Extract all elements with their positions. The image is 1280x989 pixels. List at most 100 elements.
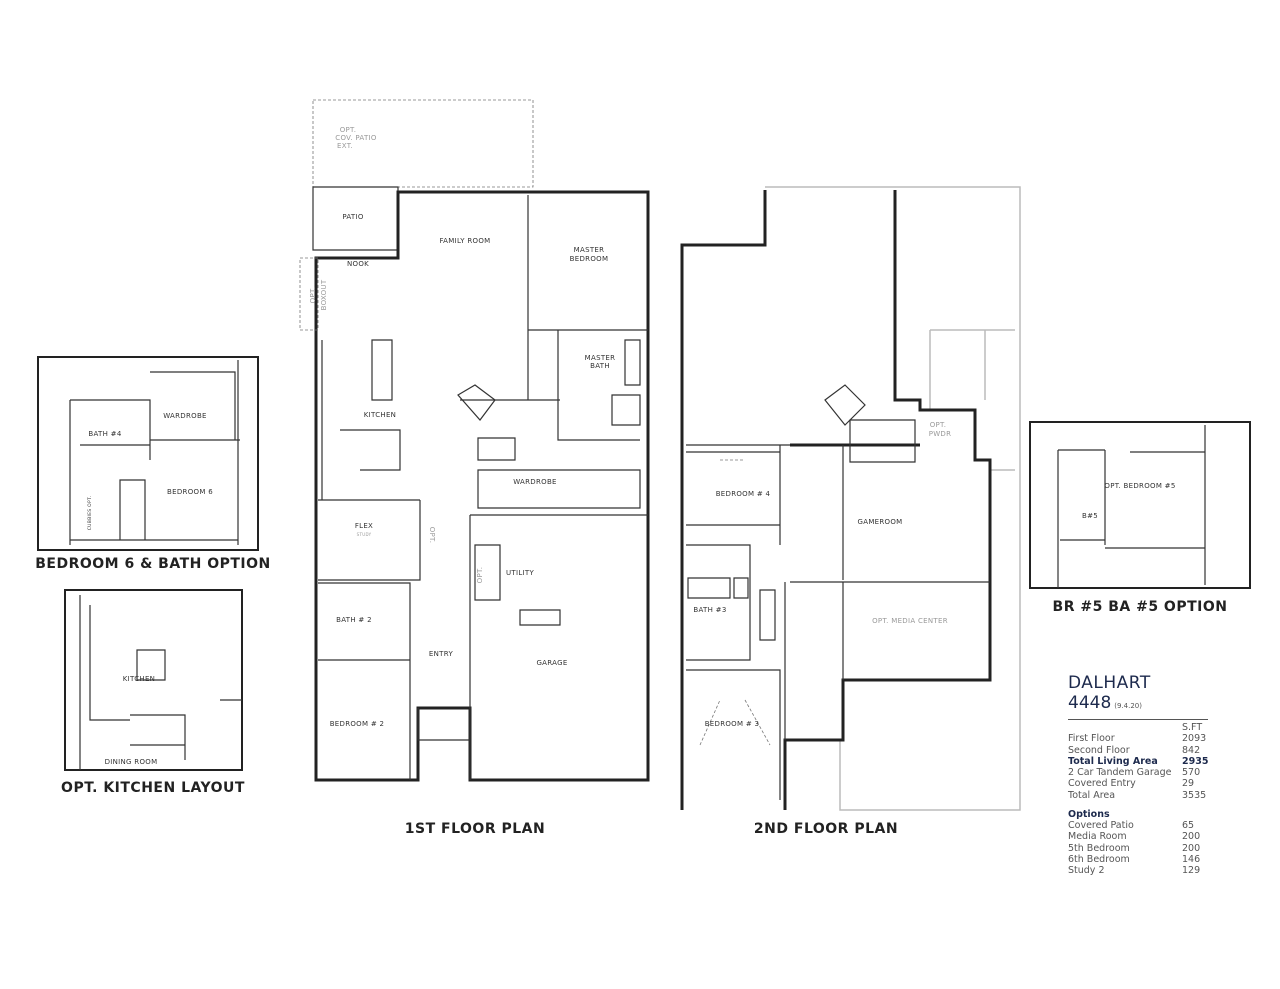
inset-walls	[1057, 425, 1206, 588]
plan-revision: (9.4.20)	[1114, 702, 1142, 710]
room-label: CUBBIES OPT.	[87, 496, 93, 531]
room-label-garage: GARAGE	[536, 659, 567, 667]
area-value: 146	[1182, 853, 1201, 865]
second-floor-exterior-wall	[680, 190, 992, 810]
area-row: 5th Bedroom 200	[1068, 843, 1208, 854]
room-label-flex: FLEX	[355, 522, 373, 530]
room-label: STUDY	[357, 532, 372, 537]
area-label: 2 Car Tandem Garage	[1068, 767, 1172, 779]
room-label-master-bath: BATH	[590, 362, 610, 370]
unit-header-row: S.FT	[1068, 722, 1208, 733]
area-row: Study 2 129	[1068, 865, 1208, 876]
room-label: OPT. BEDROOM #5	[1104, 482, 1175, 490]
area-value: 2935	[1182, 755, 1209, 767]
room-label: PWDR	[929, 430, 952, 438]
room-label-utility: UTILITY	[506, 569, 535, 577]
room-label: KITCHEN	[123, 675, 155, 683]
second-floor-plan: OPT. PWDR BEDROOM # 4 GAMEROOM BATH #3 O…	[680, 186, 1021, 837]
area-label: 6th Bedroom	[1068, 853, 1130, 865]
first-floor-interior-walls	[318, 195, 648, 780]
inset-walls	[79, 595, 242, 770]
room-label-wardrobe: WARDROBE	[513, 478, 557, 486]
area-row: Second Floor 842	[1068, 745, 1208, 756]
inset-caption: BR #5 BA #5 OPTION	[1053, 599, 1228, 615]
divider	[1068, 719, 1208, 720]
plan-number-value: 4448	[1068, 693, 1112, 713]
plan-name: DALHART	[1068, 673, 1151, 693]
room-label-patio: PATIO	[342, 213, 364, 221]
area-value: 65	[1182, 820, 1195, 832]
room-label-bath-2: BATH # 2	[336, 616, 372, 624]
inset-br5-ba5: OPT. BEDROOM #5 B#5 BR #5 BA #5 OPTION	[1029, 421, 1251, 615]
room-label: OPT.	[428, 527, 436, 544]
room-label-bath-3: BATH #3	[693, 606, 726, 614]
area-row: Media Room 200	[1068, 831, 1208, 842]
kitchen-counters	[321, 339, 401, 500]
area-label: Second Floor	[1068, 744, 1130, 756]
room-label: BEDROOM 6	[167, 488, 213, 496]
room-label-bedroom-2: BEDROOM # 2	[330, 720, 385, 728]
area-label: Study 2	[1068, 865, 1105, 877]
area-label: First Floor	[1068, 733, 1115, 745]
first-floor-ghost-outline	[765, 186, 1021, 811]
inset-caption: BEDROOM 6 & BATH OPTION	[35, 556, 271, 572]
room-label: OPT.	[340, 126, 357, 134]
second-floor-caption: 2ND FLOOR PLAN	[754, 821, 898, 837]
room-label-bedroom-4: BEDROOM # 4	[716, 490, 771, 498]
first-floor-caption: 1ST FLOOR PLAN	[405, 821, 545, 837]
area-legend: DALHART 4448(9.4.20) S.FT First Floor 209…	[1068, 673, 1208, 877]
area-label: 5th Bedroom	[1068, 842, 1130, 854]
room-label: WARDROBE	[163, 412, 207, 420]
area-value: 200	[1182, 831, 1201, 843]
options-header: Options	[1068, 809, 1110, 821]
room-label: OPT.	[309, 287, 317, 304]
unit-header: S.FT	[1182, 722, 1203, 733]
area-label: Media Room	[1068, 831, 1127, 843]
area-row: First Floor 2093	[1068, 733, 1208, 744]
opt-covered-patio-outline	[312, 99, 534, 188]
area-value: 129	[1182, 865, 1201, 877]
inset-kitchen-layout: KITCHEN DINING ROOM OPT. KITCHEN LAYOUT	[61, 589, 245, 796]
area-row: 6th Bedroom 146	[1068, 854, 1208, 865]
fixtures	[474, 339, 641, 626]
room-label-master-bedroom: BEDROOM	[570, 255, 609, 263]
boxout-outline	[299, 257, 319, 331]
area-label: Covered Entry	[1068, 778, 1136, 790]
room-label: COV. PATIO	[335, 134, 377, 142]
room-label-family-room: FAMILY ROOM	[440, 237, 491, 245]
room-label-kitchen: KITCHEN	[364, 411, 396, 419]
inset-walls	[69, 360, 240, 545]
first-floor-plan: OPT. COV. PATIO EXT. PATIO NOOK OPT. BOX…	[299, 99, 650, 837]
stairs	[457, 384, 516, 461]
area-value: 842	[1182, 744, 1201, 756]
inset-caption: OPT. KITCHEN LAYOUT	[61, 780, 245, 796]
room-label-bedroom-3: BEDROOM # 3	[705, 720, 760, 728]
room-label-nook: NOOK	[347, 260, 369, 268]
room-label-master-bath: MASTER	[585, 354, 616, 362]
fixtures	[687, 577, 776, 641]
room-label: OPT.	[930, 421, 947, 429]
inset-bedroom6-bath: WARDROBE BATH #4 BEDROOM 6 CUBBIES OPT. …	[35, 356, 271, 572]
room-label: B#5	[1082, 512, 1098, 520]
room-label-master-bedroom: MASTER	[574, 246, 605, 254]
plan-number: 4448(9.4.20)	[1068, 693, 1208, 716]
room-label: BOXOUT	[320, 279, 328, 310]
area-value: 3535	[1182, 789, 1207, 801]
area-value: 200	[1182, 842, 1201, 854]
room-label: OPT.	[476, 567, 484, 584]
ceiling-lines	[699, 459, 771, 746]
first-floor-exterior-wall	[314, 190, 650, 782]
stairs	[824, 384, 916, 463]
room-label-entry: ENTRY	[429, 650, 454, 658]
room-label: EXT.	[337, 142, 353, 150]
area-row: 2 Car Tandem Garage 570	[1068, 767, 1208, 778]
area-value: 2093	[1182, 733, 1207, 745]
area-value: 570	[1182, 767, 1201, 779]
